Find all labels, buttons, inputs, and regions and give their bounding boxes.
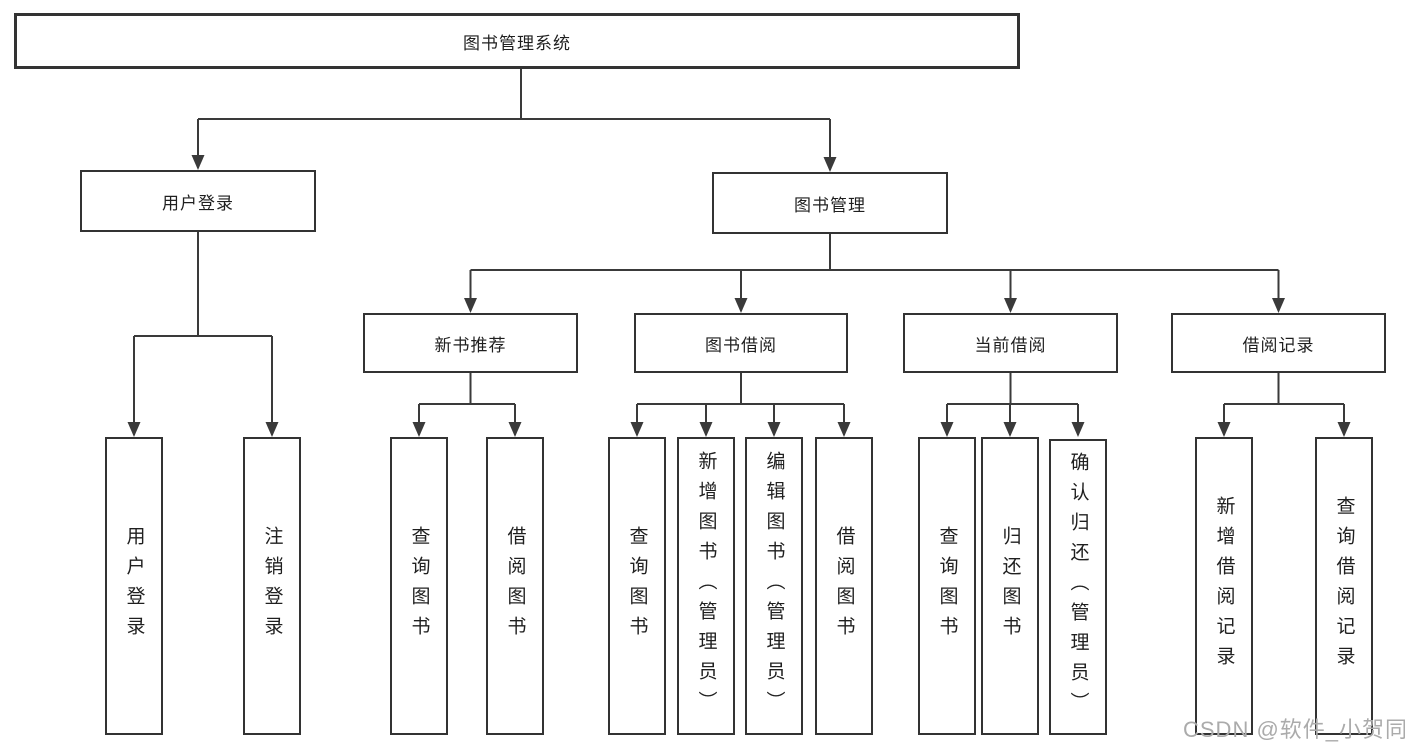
node-root: 图书管理系统 <box>14 13 1020 69</box>
leaf-query-books-recommend-label: 查询图书 <box>408 526 430 646</box>
node-borrowing-records: 借阅记录 <box>1171 313 1386 373</box>
leaf-logout: 注销登录 <box>243 437 301 735</box>
leaf-query-books-recommend: 查询图书 <box>390 437 448 735</box>
node-book-management-label: 图书管理 <box>794 195 866 215</box>
leaf-edit-books-admin: 编辑图书（管理员） <box>745 437 803 735</box>
leaf-query-borrow-record: 查询借阅记录 <box>1315 437 1373 735</box>
watermark: CSDN @软件_小贺同学 <box>1183 717 1405 742</box>
node-user-login-label: 用户登录 <box>162 193 234 213</box>
leaf-return-books-label: 归还图书 <box>999 526 1021 646</box>
leaf-query-books-current: 查询图书 <box>918 437 976 735</box>
leaf-edit-books-admin-label: 编辑图书（管理员） <box>763 451 785 721</box>
node-user-login: 用户登录 <box>80 170 316 232</box>
node-current-borrowing-label: 当前借阅 <box>974 335 1047 355</box>
leaf-borrow-books-label: 借阅图书 <box>833 526 855 646</box>
leaf-add-books-admin: 新增图书（管理员） <box>677 437 735 735</box>
leaf-add-books-admin-label: 新增图书（管理员） <box>695 451 717 721</box>
leaf-query-books-borrow: 查询图书 <box>608 437 666 735</box>
node-book-borrowing-label: 图书借阅 <box>705 335 777 355</box>
node-book-management: 图书管理 <box>712 172 948 234</box>
leaf-borrow-books: 借阅图书 <box>815 437 873 735</box>
node-book-borrowing: 图书借阅 <box>634 313 848 373</box>
leaf-confirm-return-admin: 确认归还（管理员） <box>1049 439 1107 735</box>
leaf-add-borrow-record-label: 新增借阅记录 <box>1213 496 1235 676</box>
leaf-query-borrow-record-label: 查询借阅记录 <box>1333 496 1355 676</box>
leaf-borrow-books-recommend-label: 借阅图书 <box>504 526 526 646</box>
node-borrowing-records-label: 借阅记录 <box>1242 335 1315 355</box>
leaf-user-login-label: 用户登录 <box>123 526 145 646</box>
leaf-query-books-current-label: 查询图书 <box>936 526 958 646</box>
leaf-user-login: 用户登录 <box>105 437 163 735</box>
node-current-borrowing: 当前借阅 <box>903 313 1118 373</box>
leaf-add-borrow-record: 新增借阅记录 <box>1195 437 1253 735</box>
node-new-book-recommendation: 新书推荐 <box>363 313 578 373</box>
leaf-query-books-borrow-label: 查询图书 <box>626 526 648 646</box>
node-new-book-recommendation-label: 新书推荐 <box>434 335 507 355</box>
leaf-logout-label: 注销登录 <box>261 526 283 646</box>
leaf-return-books: 归还图书 <box>981 437 1039 735</box>
node-root-label: 图书管理系统 <box>463 33 571 53</box>
leaf-confirm-return-admin-label: 确认归还（管理员） <box>1067 452 1089 722</box>
leaf-borrow-books-recommend: 借阅图书 <box>486 437 544 735</box>
